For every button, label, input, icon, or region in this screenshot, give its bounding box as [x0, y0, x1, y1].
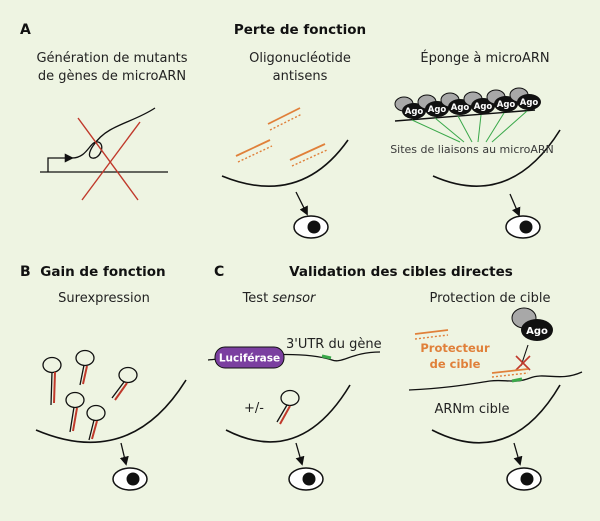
plus-minus-label: +/-: [244, 401, 264, 416]
binding-sites-caption: Sites de liaisons au microARN: [390, 143, 554, 156]
mirna-hairpin-3: [111, 366, 138, 401]
ago-complex-3: Ago: [440, 92, 472, 115]
oligo-duplex-2: [235, 139, 273, 163]
panel-c-letter: C: [214, 264, 224, 280]
sponge-transcript: [394, 109, 536, 122]
eye-icon: [505, 215, 541, 239]
block-cross: [515, 355, 531, 371]
eye-icon: [293, 215, 329, 239]
oligo-duplex-1: [267, 107, 303, 131]
target-protection: Protection de cible Protecteur de cible …: [408, 291, 583, 491]
sensor-test: Test sensor 3'UTR du gène Luciférase +/-: [207, 291, 382, 491]
phenotype-arrow: [295, 191, 308, 216]
panel-b: B Gain de fonction Surexpression: [20, 264, 187, 491]
target-mrna-caption: ARNm cible: [434, 402, 509, 417]
utr-caption: 3'UTR du gène: [286, 337, 382, 352]
target-site: [321, 354, 332, 360]
cell-membrane: [431, 384, 561, 444]
protector-oligo-bound: [491, 368, 529, 378]
ago-label: Ago: [474, 102, 493, 112]
panel-b-letter: B: [20, 264, 31, 280]
ago-label: Ago: [497, 100, 516, 110]
phenotype-arrow: [513, 442, 523, 466]
target-mrna-line: [408, 371, 583, 391]
antisense-oligo: Oligonucléotide antisens: [221, 51, 351, 239]
cell-membrane: [432, 129, 561, 187]
mutants-caption-line1: Génération de mutants: [36, 51, 187, 66]
mirna-hairpin-2: [75, 349, 95, 386]
deletion-cross: [77, 117, 141, 201]
protector-caption-line1: Protecteur: [420, 341, 490, 355]
phenotype-arrow: [509, 193, 521, 217]
panel-a: A Perte de fonction Génération de mutant…: [20, 22, 561, 239]
promoter-arrow: [47, 153, 74, 172]
target-protection-caption: Protection de cible: [430, 291, 551, 306]
protector-caption-line2: de cible: [430, 357, 481, 371]
sensor-caption: Test sensor: [242, 291, 317, 306]
antisense-caption-line2: antisens: [273, 69, 328, 84]
phenotype-arrow: [295, 442, 305, 466]
ago-label: Ago: [451, 103, 470, 113]
panel-a-letter: A: [20, 22, 31, 38]
protector-oligo-free: [414, 329, 449, 340]
phenotype-arrow: [119, 442, 129, 466]
mirna-hairpin-4: [65, 391, 85, 433]
mirna-hairpin-5: [86, 404, 106, 441]
panel-b-title: Gain de fonction: [40, 264, 165, 280]
sensor-caption-prefix: Test: [242, 291, 273, 306]
mutants-caption-line2: de gènes de microARN: [38, 69, 186, 84]
ago-complex-large: Ago: [511, 307, 553, 341]
ago-label: Ago: [405, 107, 424, 117]
panel-c: C Validation des cibles directes Test se…: [207, 264, 583, 491]
sensor-caption-italic: sensor: [272, 291, 317, 306]
eye-icon: [288, 467, 324, 491]
gene-locus: [40, 107, 168, 173]
mutant-generation: Génération de mutants de gènes de microA…: [36, 51, 188, 201]
ago-label: Ago: [520, 98, 539, 108]
sponge-caption: Éponge à microARN: [420, 50, 549, 66]
panel-a-title: Perte de fonction: [234, 22, 366, 38]
overexpression-caption: Surexpression: [58, 291, 150, 306]
antisense-caption-line1: Oligonucléotide: [249, 51, 351, 66]
luciferase-box: Luciférase: [214, 346, 285, 369]
panel-c-title: Validation des cibles directes: [289, 264, 513, 280]
mirna-hairpin-1: [42, 356, 62, 406]
eye-icon: [506, 467, 542, 491]
oligo-duplex-3: [289, 143, 328, 167]
microrna-sponge: Éponge à microARN Ago Ago: [390, 50, 561, 239]
cell-membrane: [35, 379, 187, 444]
hairpin-transcript: [71, 107, 156, 159]
luciferase-label: Luciférase: [219, 353, 280, 365]
cell-membrane: [221, 139, 349, 188]
ago-label: Ago: [428, 105, 447, 115]
cell-membrane: [225, 384, 351, 443]
eye-icon: [112, 467, 148, 491]
ago-complex-6: Ago: [509, 87, 541, 110]
binding-site-lines: [411, 110, 528, 143]
mirna-hairpin-sensor: [276, 389, 300, 425]
ago-label: Ago: [526, 326, 548, 337]
target-site: [511, 377, 523, 383]
